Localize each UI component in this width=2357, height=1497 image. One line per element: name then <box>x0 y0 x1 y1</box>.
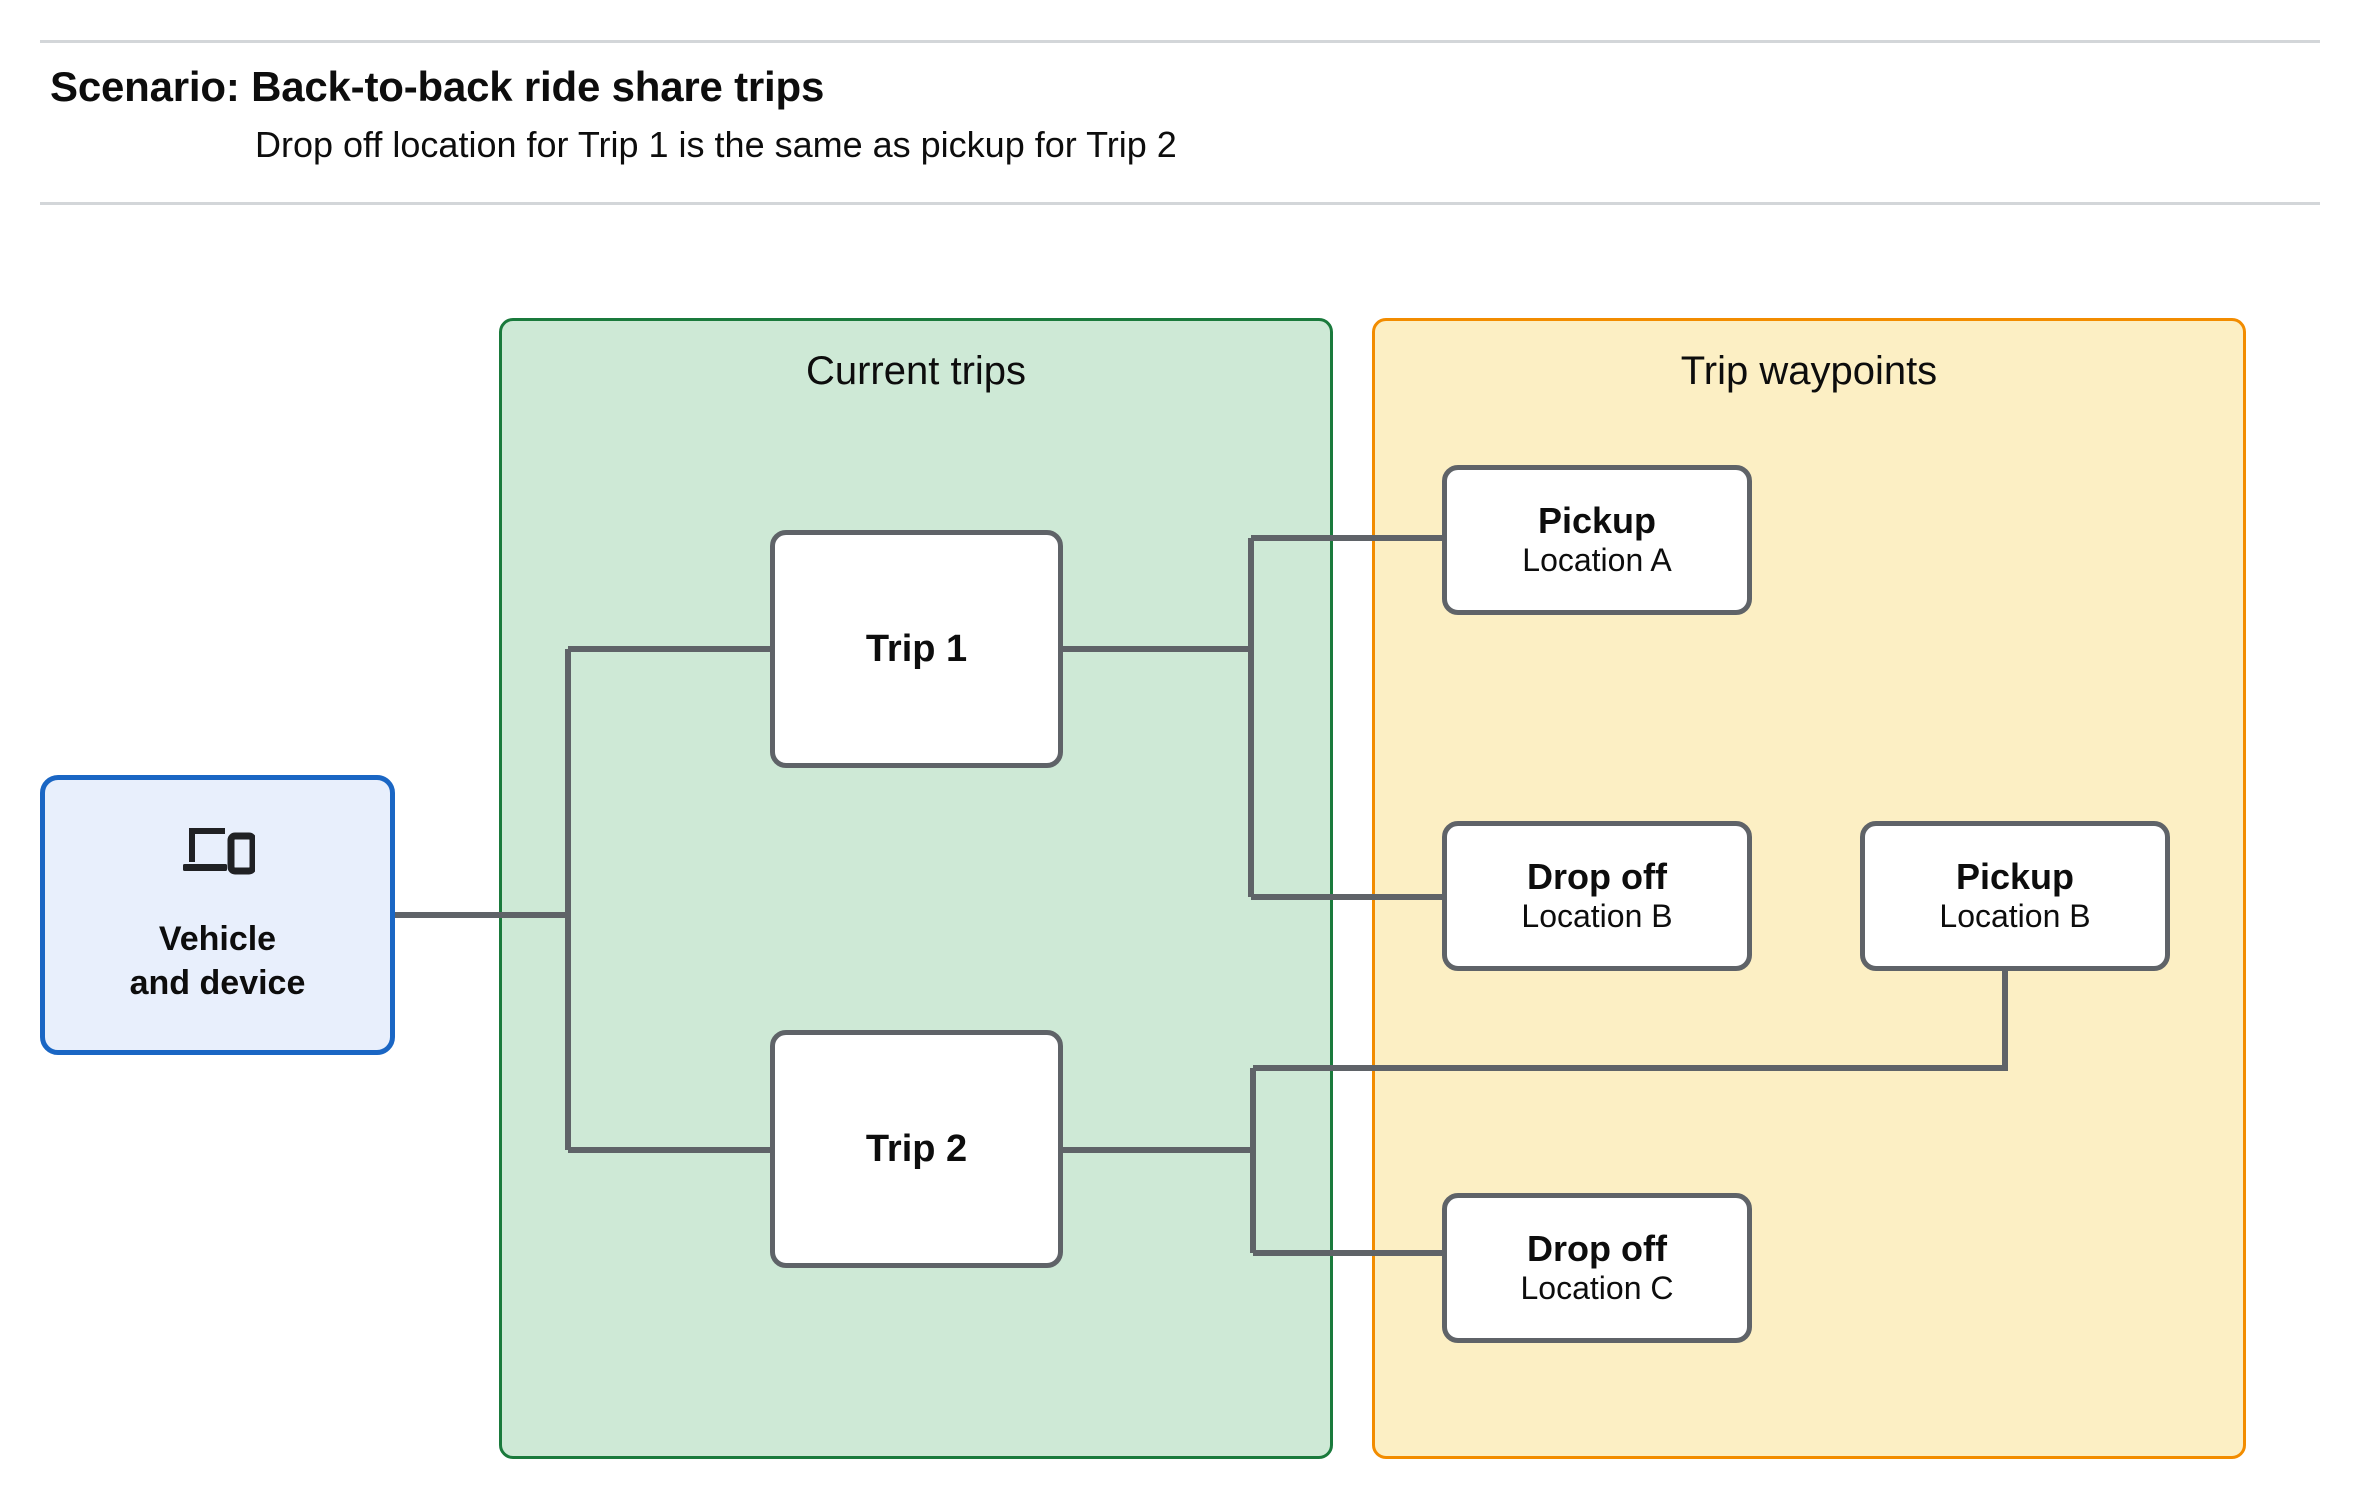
waypoint-dropoff-b-location: Location B <box>1521 898 1673 935</box>
node-trip-2[interactable]: Trip 2 <box>770 1030 1063 1268</box>
node-waypoint-dropoff-b[interactable]: Drop off Location B <box>1442 821 1752 971</box>
node-waypoint-pickup-a[interactable]: Pickup Location A <box>1442 465 1752 615</box>
waypoint-dropoff-c-location: Location C <box>1520 1270 1674 1307</box>
panel-current-trips-title: Current trips <box>805 349 1027 393</box>
waypoint-dropoff-b-title: Drop off <box>1527 855 1667 897</box>
scenario-title: Scenario: Back-to-back ride share trips <box>50 63 825 110</box>
devices-icon <box>182 828 255 875</box>
node-vehicle-label: Vehicle and device <box>129 920 306 1002</box>
header-divider-top <box>40 40 2320 43</box>
waypoint-dropoff-c-title: Drop off <box>1527 1227 1667 1269</box>
scenario-subtitle: Drop off location for Trip 1 is the same… <box>255 124 1177 165</box>
waypoint-pickup-b-title: Pickup <box>1955 855 2075 897</box>
node-trip-1-label: Trip 1 <box>865 627 968 670</box>
node-trip-1[interactable]: Trip 1 <box>770 530 1063 768</box>
node-waypoint-pickup-b[interactable]: Pickup Location B <box>1860 821 2170 971</box>
node-vehicle-and-device[interactable]: Vehicle and device <box>40 775 395 1055</box>
node-trip-2-label: Trip 2 <box>865 1127 968 1170</box>
panel-trip-waypoints-title: Trip waypoints <box>1680 349 1938 393</box>
waypoint-pickup-b-location: Location B <box>1939 898 2091 935</box>
panel-current-trips: Current trips <box>499 318 1333 1459</box>
node-waypoint-dropoff-c[interactable]: Drop off Location C <box>1442 1193 1752 1343</box>
waypoint-pickup-a-location: Location A <box>1522 542 1672 579</box>
waypoint-pickup-a-title: Pickup <box>1537 499 1657 541</box>
header-divider-bottom <box>40 202 2320 205</box>
